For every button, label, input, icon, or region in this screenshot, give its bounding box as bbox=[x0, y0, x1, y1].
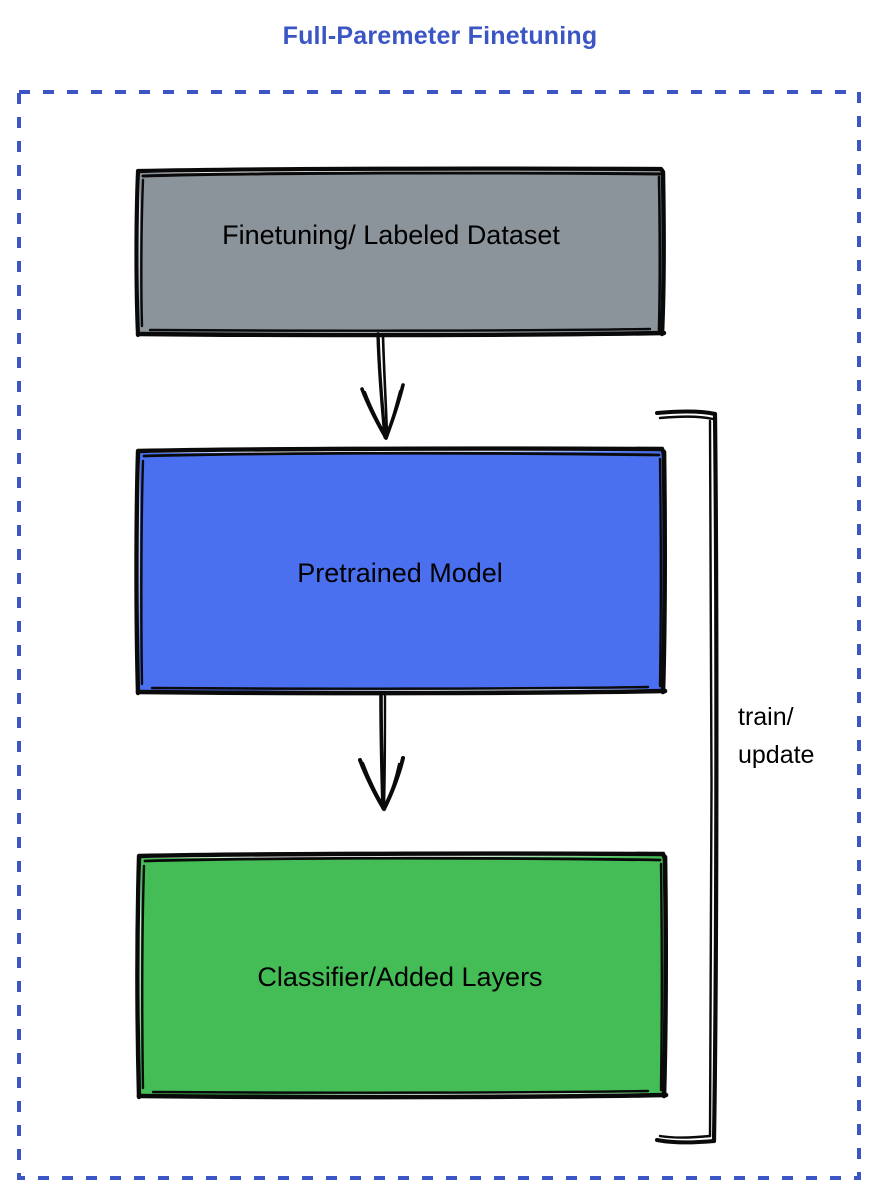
node-pretrained-fill bbox=[139, 451, 664, 691]
edge-pretrained-to-classifier bbox=[358, 692, 405, 811]
arrow2-head-left2 bbox=[361, 761, 387, 810]
node-classifier-outline-g bbox=[135, 854, 142, 1100]
feedback-top-arm-a bbox=[655, 409, 717, 416]
arrow1-shaft-a bbox=[376, 332, 387, 439]
node-classifier[interactable] bbox=[135, 851, 669, 1100]
node-classifier-outline-d bbox=[659, 862, 663, 1092]
node-dataset-outline-e bbox=[135, 330, 667, 338]
feedback-bottom-arm-a bbox=[655, 1138, 716, 1145]
node-pretrained-outline-g bbox=[134, 449, 141, 696]
arrow2-shaft-a bbox=[379, 692, 385, 810]
node-dataset-outline-f bbox=[148, 327, 652, 332]
node-pretrained-outline-e bbox=[135, 688, 668, 696]
node-classifier-outline-e bbox=[136, 1092, 669, 1100]
node-classifier-outline-f bbox=[151, 1089, 650, 1094]
node-dataset[interactable] bbox=[134, 166, 667, 338]
node-pretrained-outline-h bbox=[140, 459, 145, 686]
node-pretrained-outline-c bbox=[660, 449, 667, 695]
node-dataset-outline-g bbox=[134, 169, 141, 338]
node-pretrained[interactable] bbox=[134, 446, 668, 696]
feedback-loop-label: train/ update bbox=[738, 698, 814, 774]
node-classifier-fill bbox=[140, 856, 664, 1095]
node-pretrained-outline-f bbox=[150, 685, 650, 690]
edge-feedback-loop bbox=[655, 409, 719, 1145]
feedback-right-arm-b bbox=[708, 419, 713, 1138]
feedback-loop-label-line1: train/ bbox=[738, 703, 794, 731]
node-dataset-outline-c bbox=[659, 169, 666, 337]
feedback-top-arm-b bbox=[658, 415, 715, 421]
feedback-right-arm-a bbox=[711, 411, 719, 1144]
page-title: Full-Paremeter Finetuning bbox=[282, 22, 598, 50]
node-classifier-outline-c bbox=[661, 854, 668, 1099]
arrow2-head-right2 bbox=[383, 762, 401, 810]
feedback-loop-label-line2: update bbox=[738, 741, 815, 769]
arrow1-shaft-b bbox=[381, 334, 389, 438]
node-dataset-outline-b bbox=[141, 171, 662, 178]
node-dataset-outline-d bbox=[657, 175, 662, 332]
arrow1-head-left2 bbox=[363, 390, 389, 439]
arrow1-head-right2 bbox=[385, 389, 402, 439]
arrow2-shaft-b bbox=[382, 694, 387, 808]
node-pretrained-outline-b bbox=[142, 451, 661, 458]
feedback-bottom-arm-b bbox=[658, 1134, 712, 1139]
node-pretrained-outline-d bbox=[658, 457, 662, 688]
node-classifier-outline-h bbox=[141, 864, 146, 1090]
node-dataset-outline-h bbox=[140, 178, 145, 328]
edge-dataset-to-pretrained bbox=[360, 332, 405, 440]
node-dataset-fill bbox=[139, 171, 663, 333]
node-classifier-outline-b bbox=[143, 856, 662, 863]
